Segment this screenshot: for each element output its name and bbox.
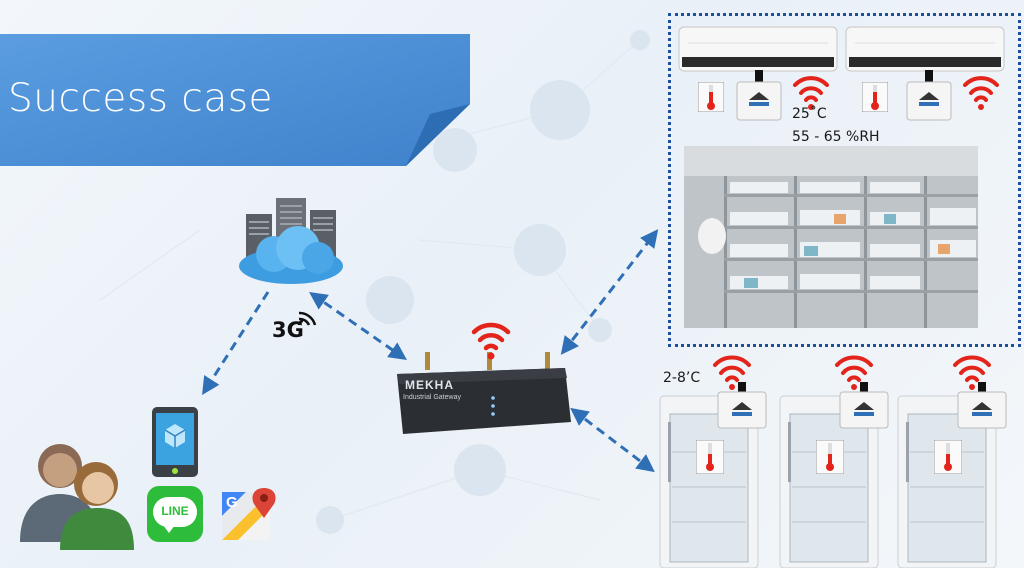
refrigerator-icon <box>659 395 759 568</box>
gateway-subtitle: Industrial Gateway <box>403 394 461 401</box>
wifi-icon <box>793 76 829 110</box>
users-icon <box>20 444 134 550</box>
smartphone-icon <box>152 407 198 477</box>
thermometer-icon <box>862 82 888 112</box>
gateway-device-icon <box>397 352 571 434</box>
fridge-temperature: 2-8’C <box>663 370 701 386</box>
sensor-device-icon <box>736 70 782 121</box>
thermometer-icon <box>696 440 724 474</box>
air-conditioner-icon <box>678 26 838 72</box>
sensor-device-icon <box>717 382 767 429</box>
line-app-icon: LINE <box>147 486 203 542</box>
refrigerator-icon <box>779 395 879 568</box>
sensor-device-icon <box>839 382 889 429</box>
wifi-icon <box>953 355 991 390</box>
server-cloud-icon <box>239 198 343 284</box>
sensor-device-icon <box>957 382 1007 429</box>
title-banner <box>0 34 470 166</box>
thermometer-icon <box>934 440 962 474</box>
air-conditioner-icon <box>845 26 1005 72</box>
room-humidity: 55 - 65 %RH <box>792 129 880 145</box>
gateway-brand: MEKHA <box>405 378 454 392</box>
room-temperature: 25˚C <box>792 106 827 122</box>
wifi-icon <box>713 355 751 390</box>
maps-letter: G <box>226 494 238 511</box>
thermometer-icon <box>698 82 724 112</box>
google-maps-icon: G <box>220 486 276 542</box>
network-label: 3G <box>272 318 304 342</box>
wifi-icon <box>963 76 999 110</box>
pharmacy-shelves-photo <box>684 146 978 328</box>
thermometer-icon <box>816 440 844 474</box>
sensor-device-icon <box>906 70 952 121</box>
pharmacy-room-box <box>668 13 1021 347</box>
refrigerator-icon <box>897 395 997 568</box>
wifi-icon <box>471 322 511 360</box>
line-app-label: LINE <box>161 504 189 518</box>
slide-title: Success case <box>8 76 274 121</box>
wifi-icon <box>835 355 873 390</box>
